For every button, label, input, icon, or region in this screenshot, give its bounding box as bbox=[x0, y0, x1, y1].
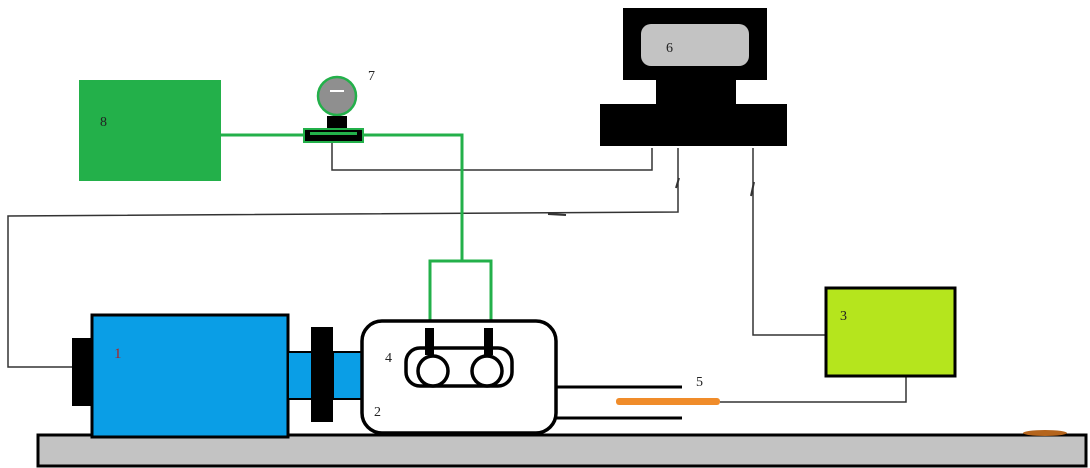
wire-tick-marks bbox=[547, 177, 755, 216]
label-3: 3 bbox=[840, 309, 847, 324]
probe-holder bbox=[556, 385, 720, 420]
label-5: 5 bbox=[696, 375, 703, 390]
lamp-base-stripe bbox=[310, 132, 357, 135]
motor-end-cap bbox=[72, 338, 94, 406]
transducer-roller-right bbox=[470, 354, 504, 388]
monitor bbox=[600, 8, 787, 146]
coupling-housing bbox=[360, 319, 558, 435]
monitor-base bbox=[600, 104, 787, 146]
shaft-assembly bbox=[287, 327, 367, 422]
shaft-left bbox=[287, 351, 313, 400]
label-4: 4 bbox=[385, 351, 392, 366]
motor bbox=[72, 313, 290, 439]
controller-box bbox=[79, 80, 221, 181]
label-1: 1 bbox=[114, 346, 122, 362]
lamp-to-transducer-line bbox=[362, 133, 464, 261]
motor-body bbox=[90, 313, 290, 439]
motor-signal-wire bbox=[7, 148, 679, 368]
lamp bbox=[303, 75, 364, 143]
label-6: 6 bbox=[666, 41, 673, 56]
transducer-branch-line bbox=[428, 259, 493, 330]
signal-wires bbox=[7, 143, 907, 403]
lamp-signal-wire bbox=[331, 143, 653, 171]
small-debris-mark bbox=[1023, 430, 1067, 436]
transducer-roller-left bbox=[416, 354, 450, 388]
probe-wire bbox=[720, 374, 907, 403]
monitor-screen bbox=[641, 24, 749, 66]
label-7: 7 bbox=[368, 69, 375, 84]
label-2: 2 bbox=[374, 405, 381, 420]
label-8: 8 bbox=[100, 115, 107, 130]
lamp-bulb bbox=[316, 75, 358, 117]
probe-rod bbox=[616, 398, 720, 405]
transducer-pin-left bbox=[425, 328, 434, 355]
power-supply-box bbox=[824, 286, 957, 378]
supply-signal-wire bbox=[752, 148, 826, 336]
monitor-neck bbox=[656, 80, 736, 104]
fluid-lines bbox=[221, 133, 493, 330]
transducer-pin-right bbox=[484, 328, 493, 355]
lamp-socket bbox=[327, 116, 347, 128]
lamp-base bbox=[303, 128, 364, 143]
shaft-flange bbox=[311, 327, 333, 422]
base-platform bbox=[36, 433, 1088, 468]
